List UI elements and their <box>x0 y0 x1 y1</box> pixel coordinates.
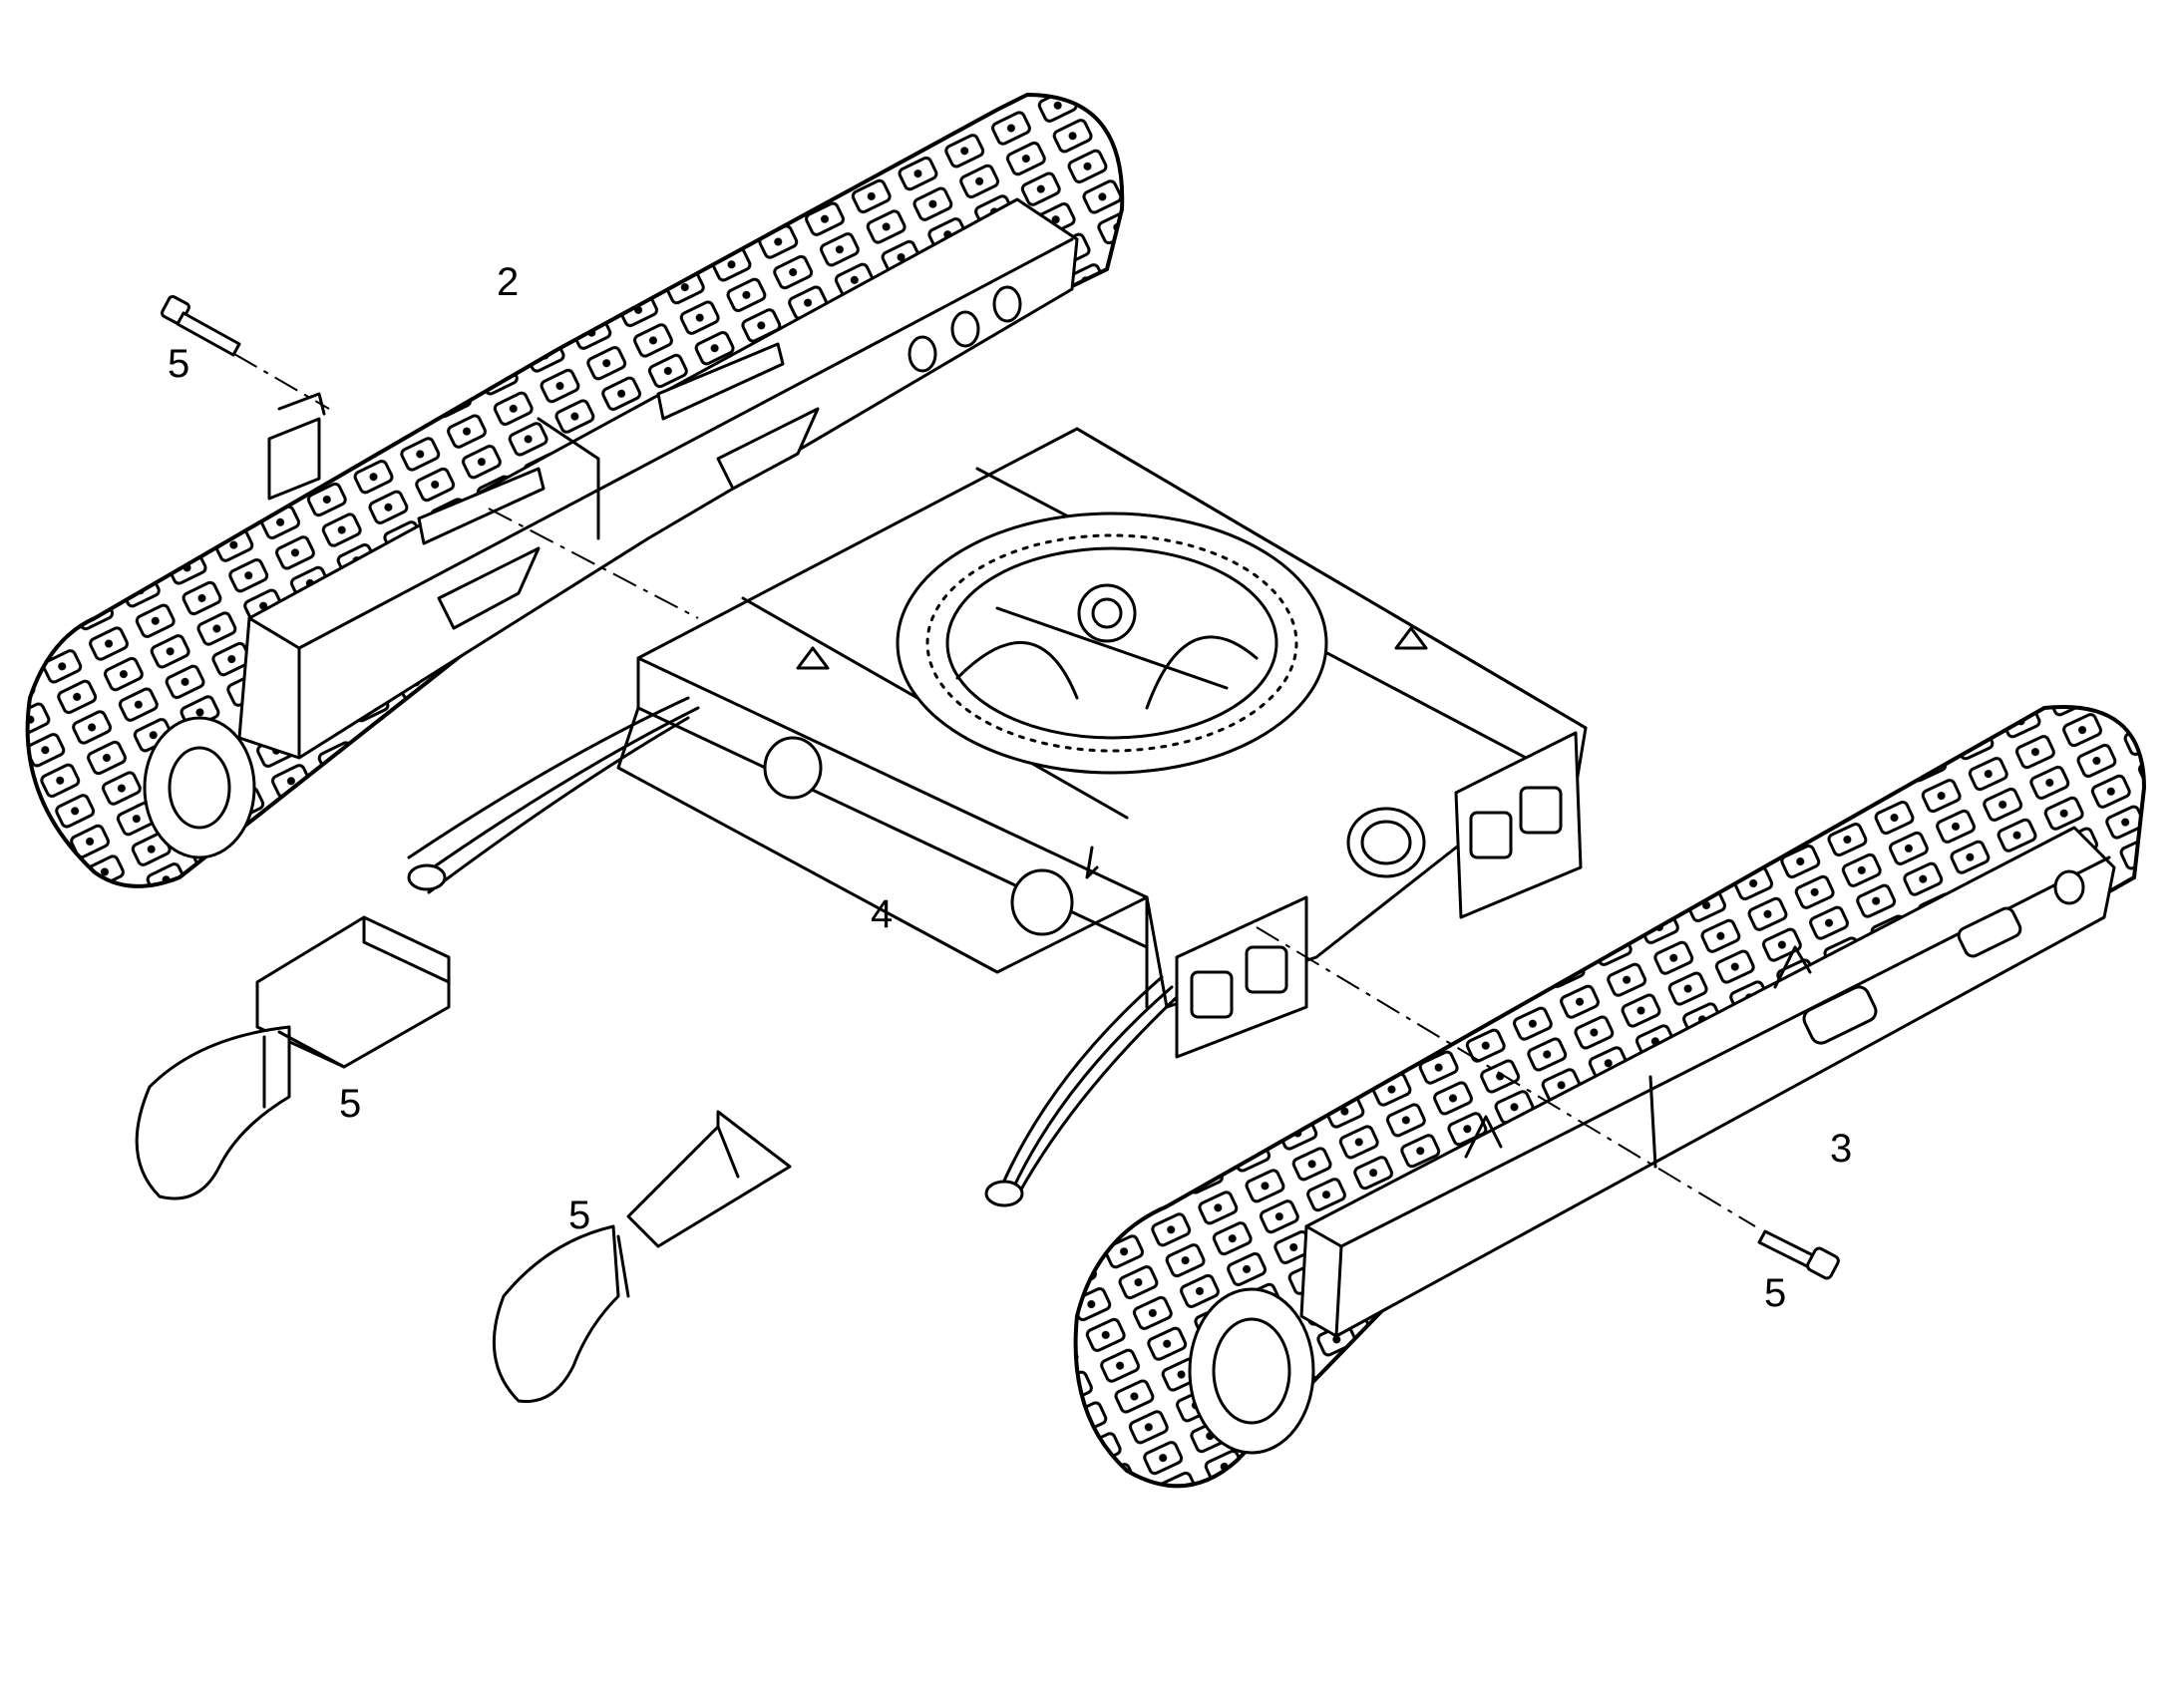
bolt-right <box>1757 1229 1840 1280</box>
callout-left-track: 2 <box>497 260 519 304</box>
callout-bolt-left: 5 <box>168 342 189 386</box>
callout-guard-left: 5 <box>339 1082 361 1126</box>
assembly-line-left <box>233 353 330 410</box>
assembly-line-center-right <box>1256 926 1756 1227</box>
callout-guard-middle: 5 <box>568 1194 590 1237</box>
left-idler-wheel <box>143 716 256 859</box>
side-guard-middle <box>492 1110 792 1404</box>
hydraulic-hoses <box>407 696 1179 1207</box>
left-track-assembly <box>25 92 1125 888</box>
slewing-ring <box>896 512 1328 775</box>
center-frame <box>616 427 1588 1059</box>
callout-center-frame: 4 <box>871 892 893 936</box>
right-track-frame <box>1299 826 2116 1338</box>
rotary-joint <box>1077 583 1137 643</box>
assembly-line-center-left <box>488 508 699 619</box>
bolt-left <box>161 295 241 357</box>
side-guard-left <box>135 915 451 1200</box>
right-track-assembly <box>1073 705 2147 1489</box>
callout-right-track: 3 <box>1830 1127 1852 1171</box>
callout-bolt-right: 5 <box>1764 1271 1786 1315</box>
right-drive-sprocket <box>1188 1287 1315 1455</box>
